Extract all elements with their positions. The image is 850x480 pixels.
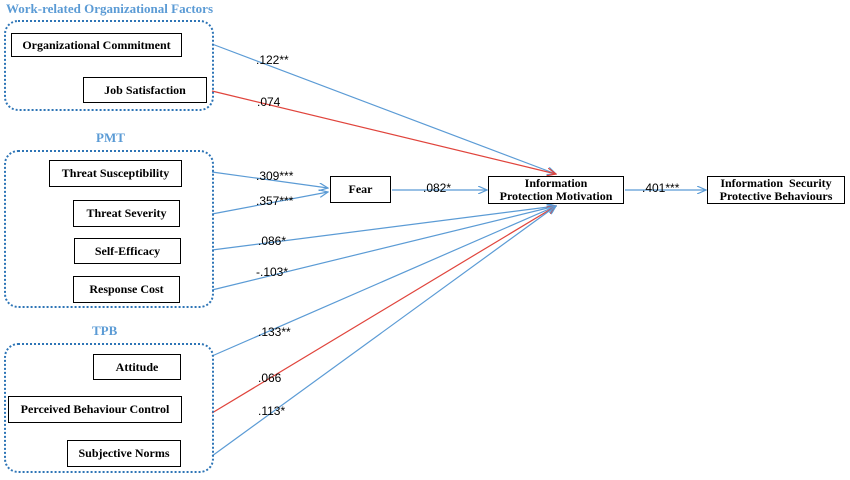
construct-self-efficacy: Self-Efficacy [74, 238, 181, 264]
construct-fear: Fear [330, 176, 391, 203]
path-attitude-to-motivation [211, 206, 556, 357]
construct-job-satisfaction: Job Satisfaction [83, 77, 207, 103]
coef-perceived-behaviour-control: .066 [258, 371, 282, 385]
construct-threat-susceptibility: Threat Susceptibility [49, 160, 182, 187]
coef-response-cost: -.103* [256, 265, 289, 279]
path-threat-susceptibility-to-fear [211, 171, 328, 188]
motivation-label-line1: Information [524, 176, 588, 190]
coef-threat-severity: .357*** [256, 194, 294, 208]
group-frame-tpb [4, 343, 214, 473]
construct-response-cost: Response Cost [73, 276, 180, 303]
construct-organizational-commitment: Organizational Commitment [11, 33, 182, 57]
path-subjective-norms-to-motivation [211, 206, 556, 457]
behaviours-label-line2: Protective Behaviours [719, 189, 833, 203]
coef-subjective-norms: .113* [258, 404, 286, 418]
behaviours-label-line1: Information Security [720, 176, 832, 190]
group-title-tpb: TPB [92, 323, 118, 338]
coef-job-satisfaction: .074 [257, 95, 281, 109]
coef-self-efficacy: .086* [258, 234, 287, 248]
construct-threat-severity: Threat Severity [73, 200, 180, 227]
path-job-satisfaction-to-motivation [211, 90, 556, 174]
path-self-efficacy-to-motivation [211, 206, 556, 251]
construct-information-security-protective-behaviours: Information Security Protective Behaviou… [707, 176, 845, 204]
coef-fear: .082* [423, 181, 452, 195]
coef-attitude: .133** [258, 325, 291, 339]
coef-motivation-to-behaviours: .401*** [642, 181, 680, 195]
group-title-pmt: PMT [96, 130, 125, 145]
group-title-work-related: Work-related Organizational Factors [6, 1, 214, 16]
group-frame-pmt [4, 150, 214, 308]
construct-subjective-norms: Subjective Norms [67, 440, 181, 467]
motivation-label-line2: Protection Motivation [499, 189, 613, 203]
path-perceived-behaviour-control-to-motivation [211, 206, 556, 414]
construct-attitude: Attitude [93, 354, 181, 380]
path-organizational-commitment-to-motivation [211, 43, 556, 174]
path-threat-severity-to-fear [211, 192, 328, 215]
construct-perceived-behaviour-control: Perceived Behaviour Control [8, 396, 182, 423]
group-frame-work-related [4, 20, 214, 111]
coef-organizational-commitment: .122** [256, 53, 289, 67]
construct-information-protection-motivation: Information Protection Motivation [488, 176, 624, 204]
path-response-cost-to-motivation [211, 206, 556, 291]
coef-threat-susceptibility: .309*** [256, 169, 294, 183]
